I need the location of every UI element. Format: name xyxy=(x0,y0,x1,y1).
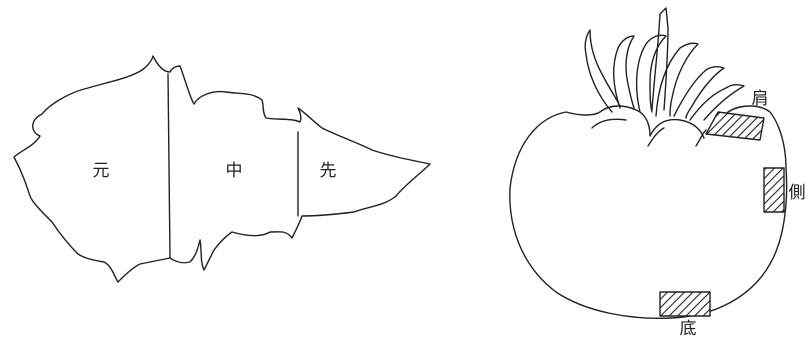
fruit-label-bottom: 底 xyxy=(680,319,697,339)
calyx-sepal-1 xyxy=(585,30,620,112)
leaf-label-base: 元 xyxy=(93,161,110,181)
fruit-label-shoulder: 肩 xyxy=(752,89,769,109)
fruit-label-side: 側 xyxy=(789,183,806,203)
leaf-label-middle: 中 xyxy=(226,161,243,181)
leaf-diagram xyxy=(14,56,430,282)
fruit-stem xyxy=(652,8,668,110)
sample-site-side xyxy=(764,168,784,212)
calyx-sepal-4 xyxy=(656,43,698,116)
leaf-division-base-middle xyxy=(168,74,170,258)
tomato-diagram xyxy=(510,8,787,318)
calyx-sepal-3 xyxy=(637,35,666,112)
fruit-lobe-inner-1 xyxy=(592,119,626,128)
calyx-sepal-2 xyxy=(614,36,634,108)
sample-site-bottom xyxy=(660,292,710,316)
sample-site-shoulder xyxy=(706,112,764,140)
leaf-label-tip: 先 xyxy=(320,161,337,181)
leaf-outline xyxy=(14,56,430,282)
